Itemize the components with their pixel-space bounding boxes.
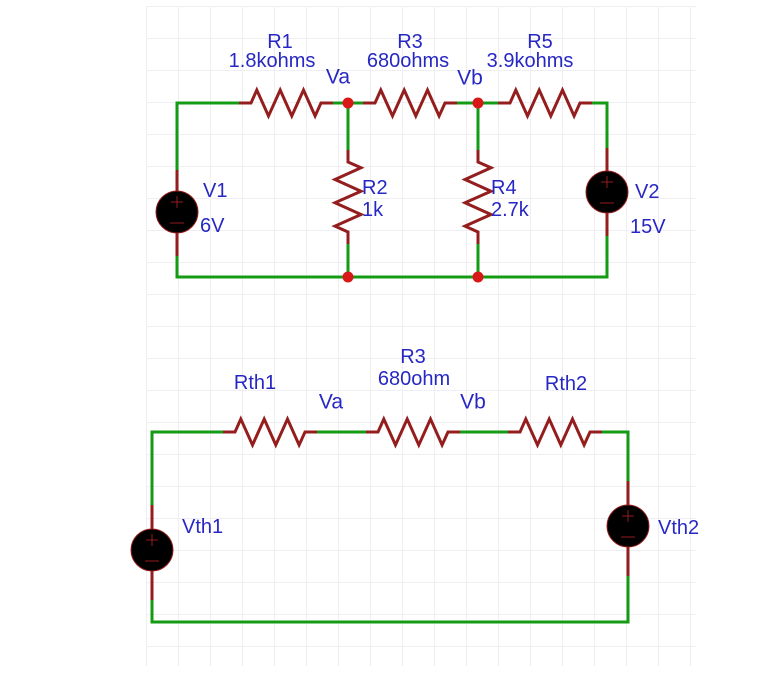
label-r5-ref: R5 <box>527 31 553 53</box>
label-node-va-top: Va <box>325 65 351 89</box>
junction-node-vb <box>472 97 484 109</box>
label-r3-bottom-ref: R3 <box>400 346 426 368</box>
label-node-vb-bottom: Vb <box>460 390 486 414</box>
resistor-r4-symbol <box>463 148 493 246</box>
wire-segment <box>150 430 225 507</box>
wire-segment <box>175 234 609 279</box>
resistor-r1-symbol <box>237 88 335 118</box>
wire-segment <box>150 574 630 624</box>
junction-node-ground-left <box>342 271 354 283</box>
bottom-circuit <box>130 417 650 624</box>
voltage-source-vth1-symbol <box>130 528 174 572</box>
label-v2-value: 15V <box>630 216 666 238</box>
junction-node-ground-right <box>472 271 484 283</box>
label-rth1-ref: Rth1 <box>233 372 277 394</box>
voltage-source-vth2-symbol <box>606 504 650 548</box>
resistor-rth2-symbol <box>506 417 604 447</box>
label-r2-ref: R2 <box>362 177 388 199</box>
label-vth1-ref: Vth1 <box>182 516 224 538</box>
wire-segment <box>175 101 241 172</box>
label-node-va-bottom: Va <box>318 390 344 414</box>
label-v2-ref: V2 <box>635 181 660 203</box>
label-rth2-ref: Rth2 <box>544 373 588 395</box>
resistor-r2-symbol <box>333 148 363 246</box>
junction-node-va <box>342 97 354 109</box>
label-r3-value: 680ohms <box>366 50 450 72</box>
label-r4-ref: R4 <box>491 177 517 199</box>
label-r3-bottom-value: 680ohm <box>377 368 451 390</box>
resistor-r3-symbol <box>361 88 459 118</box>
label-r1-ref: R1 <box>267 31 293 53</box>
label-v1-value: 6V <box>200 215 225 237</box>
label-r5-value: 3.9kohms <box>486 50 574 72</box>
label-r3-ref: R3 <box>397 31 423 53</box>
label-v1-ref: V1 <box>203 180 228 202</box>
label-vth2-ref: Vth2 <box>658 517 700 539</box>
top-circuit <box>155 88 629 283</box>
label-r4-value: 2.7k <box>491 199 529 221</box>
resistor-r5-symbol <box>496 88 594 118</box>
wire-segment <box>590 101 609 150</box>
voltage-source-v2-symbol <box>585 170 629 214</box>
label-r2-value: 1k <box>362 199 384 221</box>
resistor-rth1-symbol <box>221 417 319 447</box>
label-node-vb-top: Vb <box>457 66 483 90</box>
voltage-source-v1-symbol <box>155 190 199 234</box>
label-r1-value: 1.8kohms <box>228 50 316 72</box>
wire-segment <box>600 430 630 483</box>
resistor-r3-bottom-symbol <box>364 417 462 447</box>
